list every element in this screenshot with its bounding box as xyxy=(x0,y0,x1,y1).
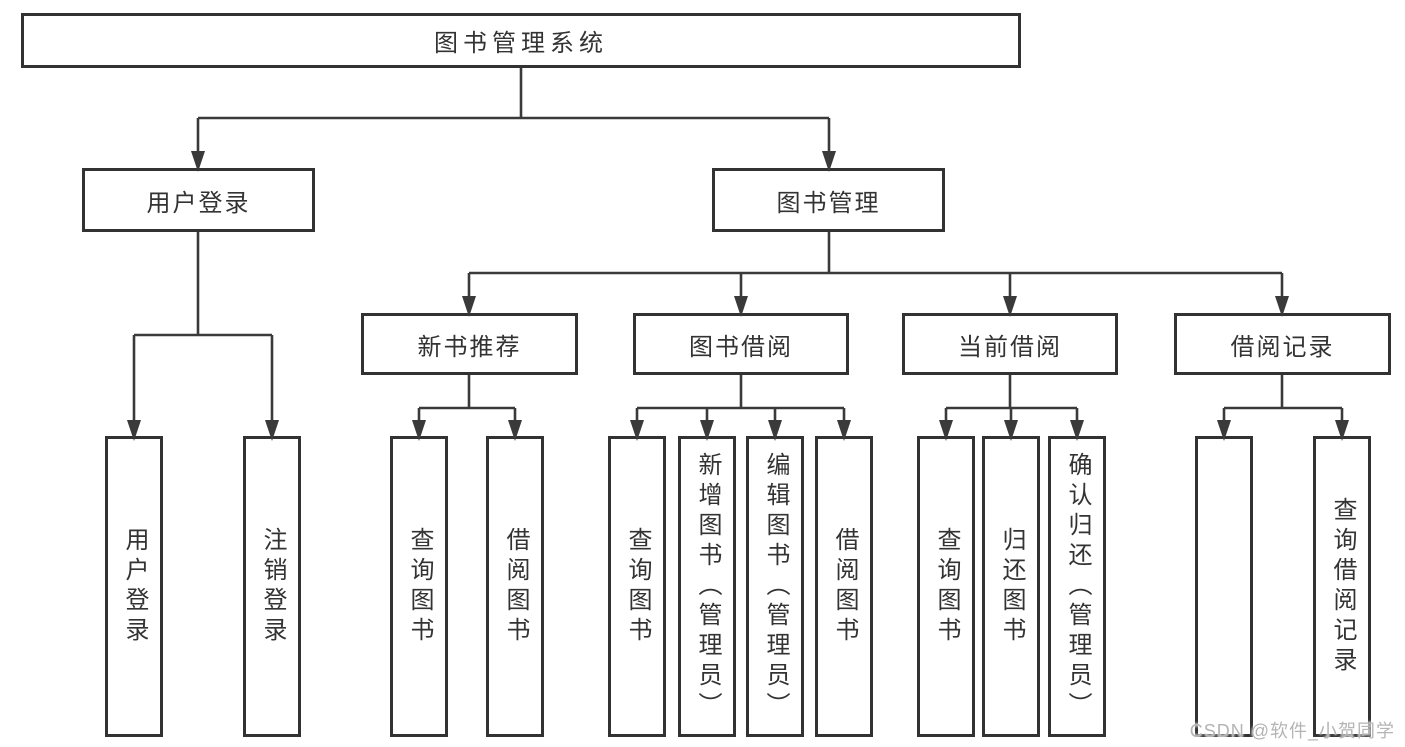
leaf-user-login: 用户登录 xyxy=(105,436,163,737)
leaf-return-books: 归还图书 xyxy=(982,436,1040,737)
leaf-edit-books-admin: 编辑图书（管理员） xyxy=(746,436,804,737)
watermark: CSDN @软件_小贺同学 xyxy=(1189,721,1395,741)
leaf-query-books-borrowing: 查询图书 xyxy=(608,436,666,737)
leaf-add-books-admin: 新增图书（管理员） xyxy=(678,436,736,737)
node-library-management-system: 图书管理系统 xyxy=(21,13,1021,68)
node-current-borrowing: 当前借阅 xyxy=(902,313,1118,375)
node-book-borrowing: 图书借阅 xyxy=(633,313,849,375)
leaf-add-borrow-record xyxy=(1195,436,1253,737)
leaf-query-books-recommend: 查询图书 xyxy=(390,436,448,737)
leaf-logout-login: 注销登录 xyxy=(243,436,301,737)
node-book-management: 图书管理 xyxy=(712,168,945,232)
node-user-login: 用户登录 xyxy=(82,168,315,232)
leaf-confirm-return-admin: 确认归还（管理员） xyxy=(1048,436,1106,737)
leaf-query-borrow-record: 查询借阅记录 xyxy=(1313,436,1371,737)
leaf-borrow-books-recommend: 借阅图书 xyxy=(486,436,544,737)
leaf-borrow-books-borrowing: 借阅图书 xyxy=(815,436,873,737)
leaf-query-books-current: 查询图书 xyxy=(917,436,975,737)
node-new-book-recommend: 新书推荐 xyxy=(361,313,578,375)
node-borrowing-records: 借阅记录 xyxy=(1174,313,1391,375)
tree-edges xyxy=(132,68,1344,437)
